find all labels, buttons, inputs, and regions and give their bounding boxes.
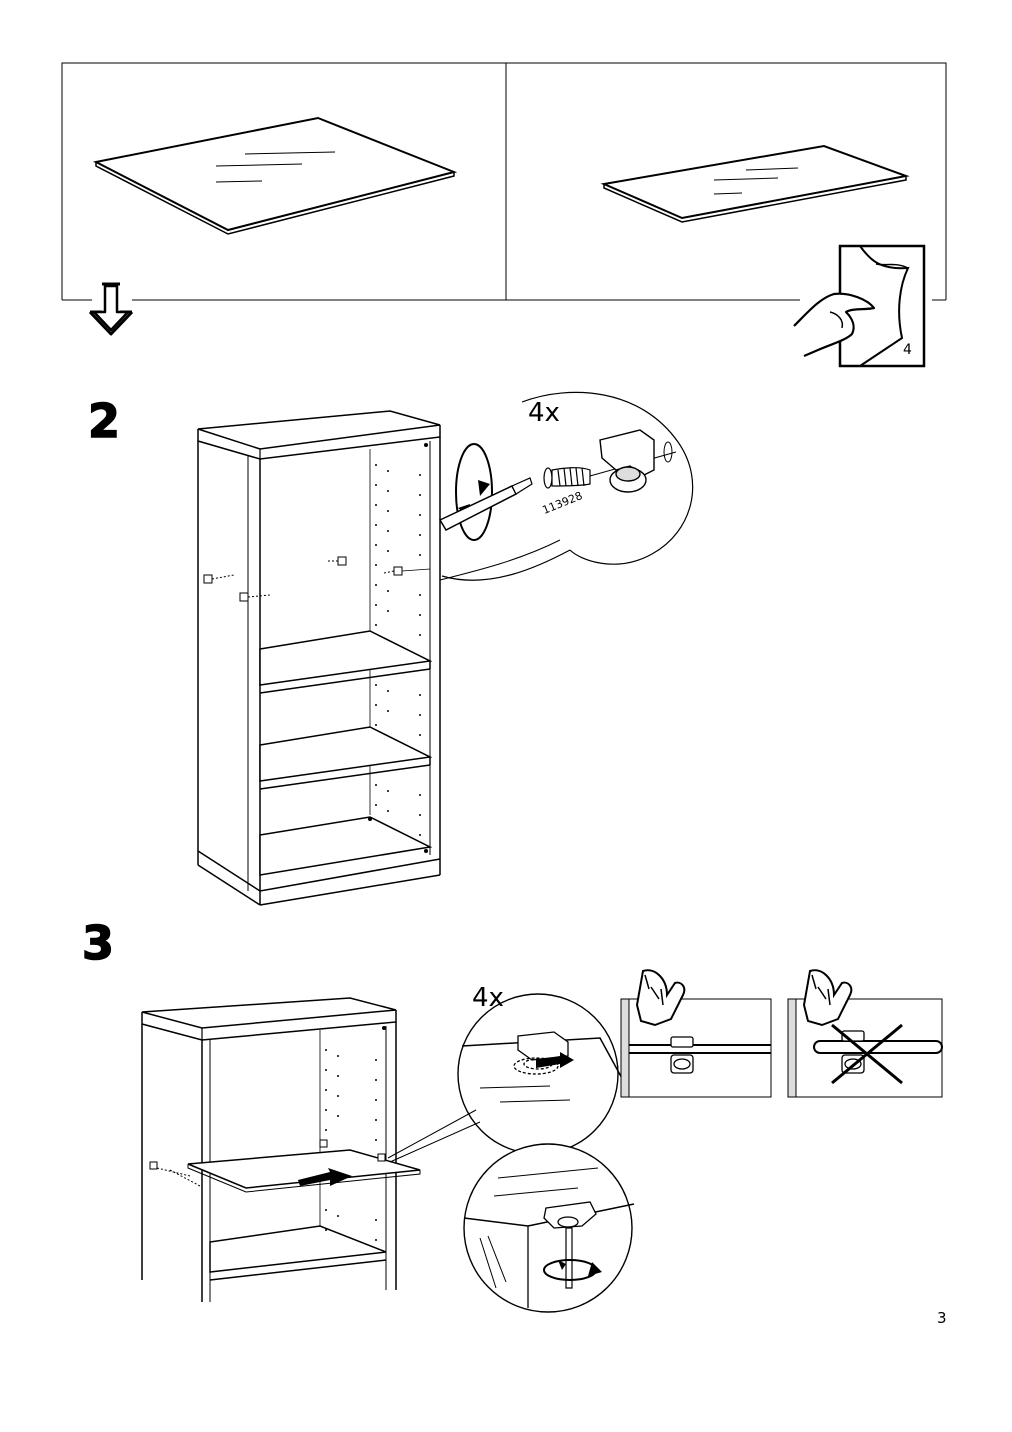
incorrect-placement-panel: [787, 969, 943, 1098]
continue-arrow-icon: [88, 282, 134, 336]
step2-quantity-label: 4x: [528, 398, 560, 428]
correct-placement-panel: [620, 969, 772, 1098]
top-panel-frame: [61, 62, 947, 301]
bookcase-frame-step3: [141, 997, 421, 1302]
turn-page-number: 4: [903, 342, 912, 358]
page-number: 3: [937, 1309, 947, 1327]
glass-shelf-small-illustration: [600, 144, 910, 223]
step2-detail-callout: [438, 391, 694, 581]
step3-detail-circle-bottom: [463, 1143, 635, 1313]
bookcase-frame-step2: [197, 410, 441, 906]
turn-page-icon: [793, 244, 926, 368]
step-2-number: 2: [87, 394, 121, 448]
step3-detail-circle-top: [387, 993, 625, 1163]
step-3-number: 3: [81, 916, 115, 970]
step3-quantity-label: 4x: [472, 983, 504, 1013]
glass-shelf-large-illustration: [92, 116, 458, 235]
